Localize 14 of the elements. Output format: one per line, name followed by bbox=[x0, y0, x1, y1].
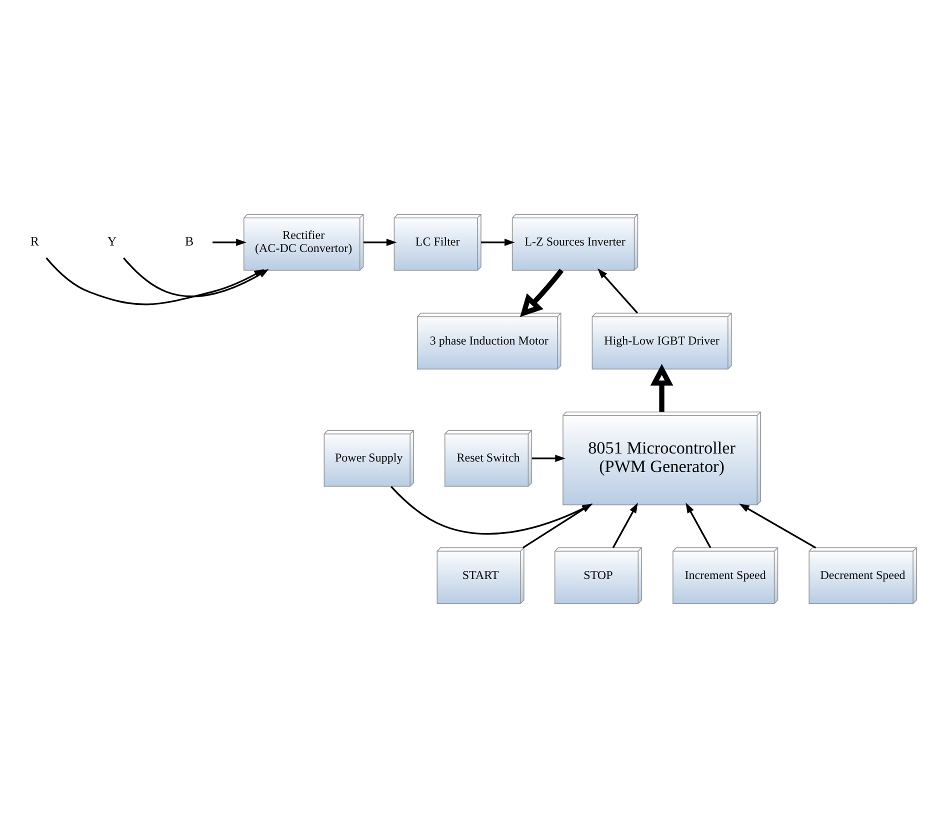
arrow bbox=[122, 256, 269, 297]
arrow bbox=[739, 503, 816, 548]
node-text: Y bbox=[107, 234, 117, 248]
arrow bbox=[650, 363, 674, 412]
node-text: B bbox=[185, 234, 194, 248]
arrow bbox=[532, 454, 566, 462]
arrow bbox=[212, 238, 246, 246]
arrow bbox=[520, 268, 564, 316]
arrow bbox=[364, 238, 397, 246]
arrow bbox=[598, 268, 638, 314]
arrow bbox=[612, 502, 638, 548]
node-text: R bbox=[30, 234, 40, 248]
arrow bbox=[686, 502, 712, 548]
arrow bbox=[481, 238, 515, 246]
